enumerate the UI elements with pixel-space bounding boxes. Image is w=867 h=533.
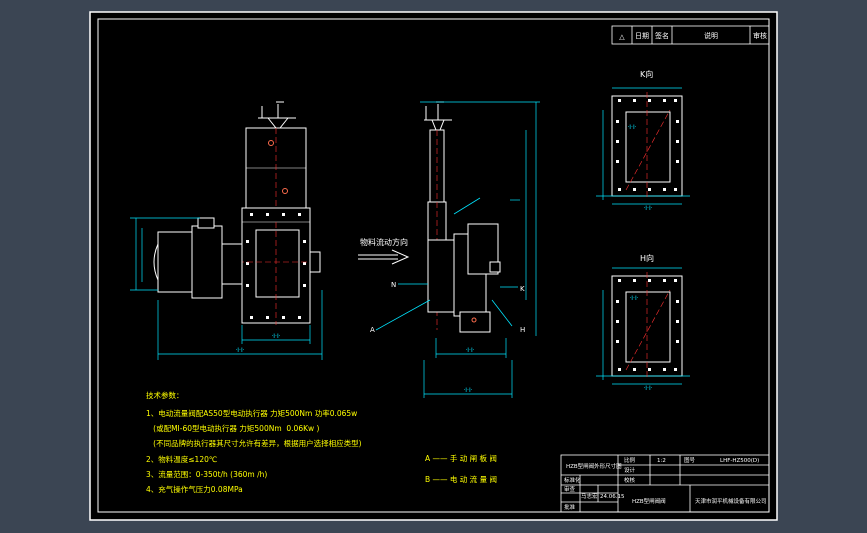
svg-text:·I·I·: ·I·I·: [271, 333, 280, 340]
h-view-label: H向: [640, 253, 654, 263]
inner-border: [97, 18, 770, 513]
revision-block: [611, 25, 770, 45]
title-block-approve-label: 批准: [564, 503, 576, 511]
revision-cell-desc: 说明: [704, 31, 718, 40]
title-block-date-value: 24.06.15: [600, 494, 625, 500]
h-view: H向 ·I·I· ·I·I·: [596, 253, 690, 392]
svg-text:·I·I·: ·I·I·: [235, 347, 244, 354]
legend-item-a: A —— 手 动 闸 板 阀: [425, 453, 497, 463]
legend-item-b: B —— 电 动 流 量 阀: [425, 474, 497, 484]
svg-text:·I·I·: ·I·I·: [463, 387, 472, 394]
title-block-drawing-name: HZB型闸阀外形尺寸图: [566, 462, 622, 470]
tech-note-line-6: 4、充气操作气压力0.08MPa: [146, 484, 243, 494]
revision-cell-triangle: △: [619, 33, 625, 41]
tech-note-line-5: 3、流量范围：0-350t/h (360m /h): [146, 469, 267, 479]
legend: A —— 手 动 闸 板 阀 B —— 电 动 流 量 阀: [425, 453, 497, 484]
title-block-product-name: HZB型闸阀阀: [632, 497, 666, 505]
title-block-proofread-label: 审查: [564, 485, 576, 493]
title-block-designer-label: 设计: [624, 466, 636, 474]
title-block-checker-label: 校核: [624, 476, 636, 484]
revision-cell-check: 审核: [753, 31, 767, 40]
marker-a: A: [370, 326, 375, 334]
k-view: K向 ·I·I· ·I·I·: [596, 69, 690, 212]
tech-note-line-2: (或配MI-60型电动执行器 力矩500Nm 0.06Kw ): [146, 423, 320, 433]
title-block-standard-label: 标准化: [564, 476, 581, 484]
marker-k: K: [520, 285, 525, 293]
title-block-date-person: 马志宏: [581, 492, 598, 500]
revision-cell-date: 日期: [635, 32, 649, 40]
title-block-scale-value: 1:2: [657, 458, 666, 464]
svg-text:·I·I·: ·I·I·: [629, 295, 638, 302]
tech-note-line-4: 2、物料温度≤120℃: [146, 454, 217, 464]
flow-direction-label: 物料流动方向: [360, 237, 408, 247]
marker-h: H: [520, 326, 525, 334]
svg-text:·I·I·: ·I·I·: [627, 124, 636, 131]
side-view: ·I·I· ·I·I· N K A H 物料流动方向: [358, 101, 540, 398]
tech-note-line-3: (不同品牌的执行器其尺寸允许有差异，根据用户选择相应类型): [146, 438, 362, 448]
svg-text:·I·I·: ·I·I·: [643, 205, 652, 212]
title-block-scale-label: 比例: [624, 456, 636, 464]
title-block: [560, 454, 770, 513]
tech-note-line-1: 1、电动流量阀配AS50型电动执行器 力矩500Nm 功率0.065w: [146, 408, 357, 418]
tech-notes: 技术参数： 1、电动流量阀配AS50型电动执行器 力矩500Nm 功率0.065…: [146, 390, 362, 494]
marker-n: N: [391, 281, 396, 289]
title-block-drawing-no-label: 图号: [684, 456, 696, 464]
front-view: ·I·I· ·I·I·: [130, 101, 323, 360]
title-block-company: 天津市润平机械设备有限公司: [695, 497, 767, 505]
tech-notes-heading: 技术参数：: [146, 390, 184, 400]
revision-cell-sign: 签名: [655, 31, 669, 40]
svg-text:·I·I·: ·I·I·: [465, 347, 474, 354]
flow-direction-arrow: [358, 249, 410, 265]
title-block-drawing-no-value: LHF-HZ500(D): [720, 458, 759, 464]
svg-text:·I·I·: ·I·I·: [643, 385, 652, 392]
k-view-label: K向: [640, 69, 653, 79]
